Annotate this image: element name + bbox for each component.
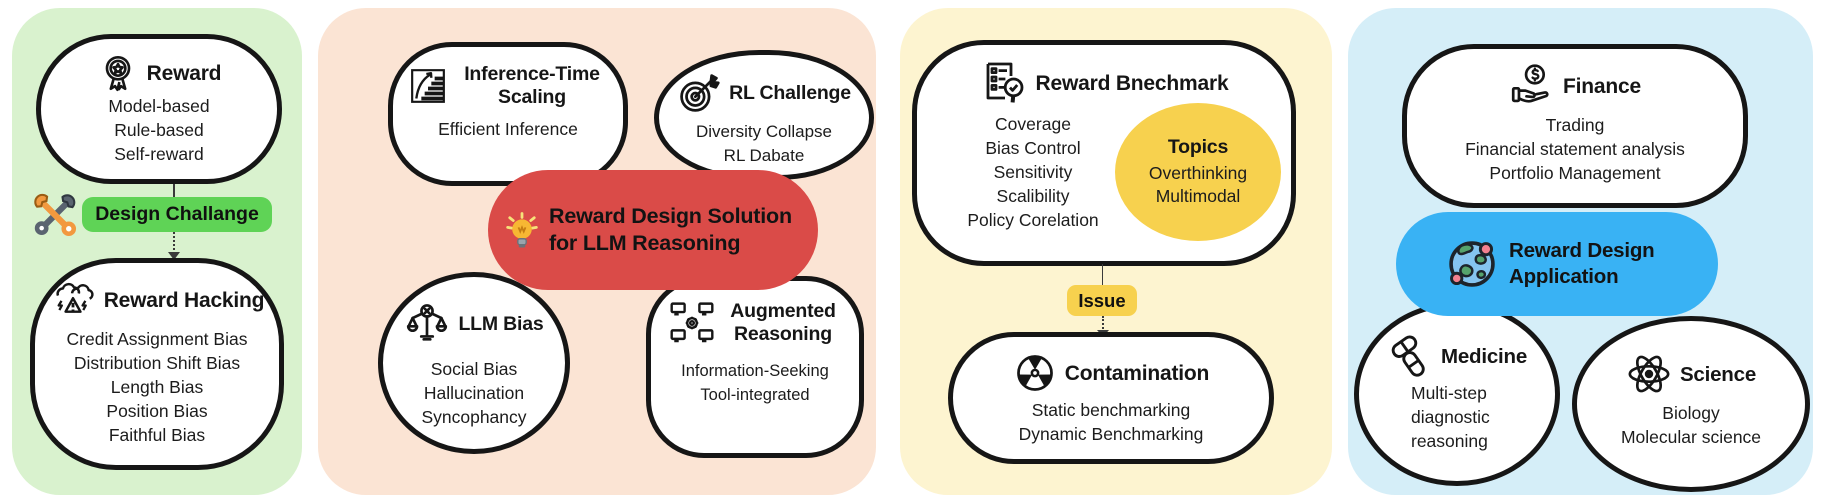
lightbulb-icon: [501, 209, 543, 251]
topics-circle: Topics Overthinking Multimodal: [1115, 103, 1281, 241]
reward-design-solution-node: Reward Design Solution for LLM Reasoning: [488, 170, 818, 290]
connector-dotted: [173, 232, 175, 254]
arrow-down-icon: [168, 252, 180, 260]
list-item: Faithful Bias: [108, 425, 206, 445]
list-item: Trading: [1545, 115, 1605, 135]
pills-icon: [1387, 333, 1433, 379]
panel-reward-design-solution: Inference-Time Scaling Efficient Inferen…: [318, 8, 876, 495]
storm-warning-icon: [50, 277, 96, 323]
list-item: Diversity Collapse: [695, 122, 833, 141]
list-item: Sensitivity: [993, 162, 1073, 182]
list-item: Scalibility: [996, 186, 1070, 206]
list-item: Financial statement analysis: [1465, 139, 1685, 159]
llm-bias-node: LLM Bias Social Bias Hallucination Synco…: [378, 272, 570, 454]
benchmark-title: Reward Bnechmark: [1035, 71, 1229, 95]
target-dart-icon: [677, 71, 721, 115]
networked-monitors-gear-icon: [668, 299, 716, 347]
balance-scale-x-icon: [404, 301, 450, 347]
list-item: Overthinking: [1148, 163, 1248, 183]
list-item: Efficient Inference: [438, 119, 578, 139]
connector-line: [1102, 264, 1103, 286]
application-title: Reward Design Application: [1509, 239, 1655, 288]
llm-bias-title: LLM Bias: [458, 312, 544, 335]
list-item: Multimodal: [1155, 186, 1241, 206]
inference-time-scaling-node: Inference-Time Scaling Efficient Inferen…: [388, 42, 628, 186]
crossed-wrenches-icon: [30, 190, 80, 240]
list-item: Dynamic Benchmarking: [1018, 424, 1204, 444]
scaling-chart-icon: [408, 66, 448, 106]
list-item: Biology: [1662, 403, 1720, 423]
science-node: Science Biology Molecular science: [1572, 316, 1810, 492]
solution-title: Reward Design Solution for LLM Reasoning: [549, 204, 792, 255]
checklist-magnifier-icon: [980, 59, 1028, 107]
connector-line: [173, 184, 175, 202]
panel-reward-benchmark: Reward Bnechmark Coverage Bias Control S…: [900, 8, 1332, 495]
list-item: Multi-step diagnostic reasoning: [1411, 383, 1490, 451]
contamination-title: Contamination: [1064, 361, 1210, 385]
list-item: Position Bias: [106, 401, 208, 421]
augmented-title: Augmented Reasoning: [730, 300, 836, 345]
finance-node: Finance Trading Financial statement anal…: [1402, 44, 1748, 208]
reward-hacking-title: Reward Hacking: [103, 288, 265, 312]
contamination-node: Contamination Static benchmarking Dynami…: [948, 332, 1274, 464]
rl-challenge-node: RL Challenge Diversity Collapse RL Dabat…: [654, 50, 874, 180]
list-item: Length Bias: [110, 377, 204, 397]
issue-badge: Issue: [1067, 285, 1137, 316]
atom-icon: [1626, 351, 1672, 397]
list-item: Information-Seeking: [681, 362, 829, 380]
list-item: Static benchmarking: [1031, 400, 1191, 420]
list-item: Hallucination: [423, 383, 525, 403]
award-ribbon-icon: [97, 52, 139, 94]
augmented-reasoning-node: Augmented Reasoning Information-Seeking …: [646, 276, 864, 458]
radiation-icon: [1013, 351, 1057, 395]
list-item: Model-based: [108, 96, 210, 116]
reward-node: Reward Model-based Rule-based Self-rewar…: [36, 34, 282, 184]
reward-hacking-node: Reward Hacking Credit Assignment Bias Di…: [30, 258, 284, 470]
reward-design-application-node: Reward Design Application: [1396, 212, 1718, 316]
list-item: Coverage: [995, 114, 1071, 134]
medicine-title: Medicine: [1440, 344, 1528, 368]
panel-reward-challenge: Reward Model-based Rule-based Self-rewar…: [12, 8, 302, 495]
list-item: Self-reward: [114, 144, 204, 164]
finance-title: Finance: [1563, 74, 1641, 98]
list-item: Portfolio Management: [1489, 163, 1661, 183]
reward-benchmark-node: Reward Bnechmark Coverage Bias Control S…: [912, 40, 1296, 266]
inference-title: Inference-Time Scaling: [464, 63, 600, 108]
list-item: Molecular science: [1620, 427, 1762, 447]
rl-challenge-title: RL Challenge: [729, 81, 851, 104]
topics-title: Topics: [1167, 136, 1229, 158]
list-item: Bias Control: [985, 138, 1081, 158]
list-item: Policy Corelation: [967, 210, 1099, 230]
list-item: Distribution Shift Bias: [73, 353, 241, 373]
panel-reward-application: Finance Trading Financial statement anal…: [1348, 8, 1813, 495]
list-item: Tool-integrated: [700, 386, 810, 404]
list-item: Social Bias: [430, 359, 518, 379]
science-title: Science: [1679, 362, 1757, 386]
medicine-node: Medicine Multi-step diagnostic reasoning: [1354, 302, 1560, 486]
list-item: Rule-based: [114, 120, 204, 140]
list-item: Syncophancy: [421, 407, 527, 427]
list-item: Credit Assignment Bias: [66, 329, 248, 349]
connector-dotted: [1102, 316, 1104, 332]
earth-globe-icon: [1445, 237, 1499, 291]
design-challenge-badge: Design Challange: [82, 197, 272, 232]
list-item: RL Dabate: [723, 146, 805, 165]
reward-title: Reward: [146, 61, 222, 85]
hand-dollar-coin-icon: [1509, 63, 1555, 109]
